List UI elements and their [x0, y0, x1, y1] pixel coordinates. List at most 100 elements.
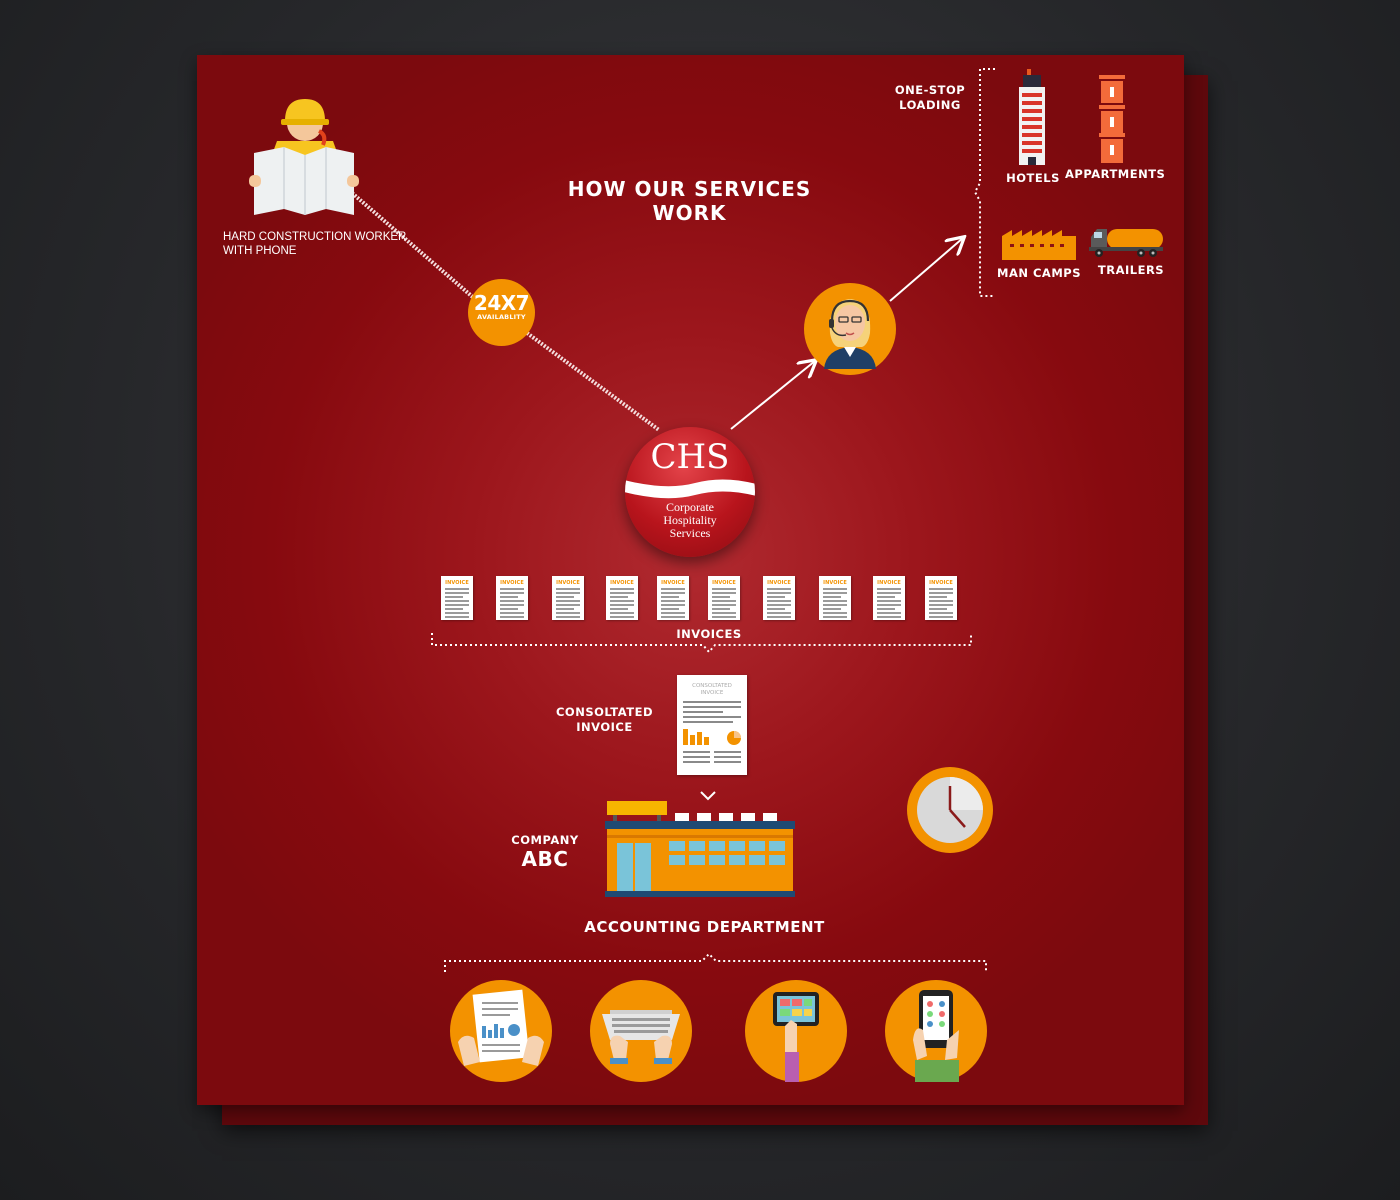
- worker-caption-line1: HARD CONSTRUCTION WORKER: [223, 231, 407, 243]
- invoice-document: INVOICE: [657, 576, 689, 620]
- appartments-label: APPARTMENTS: [1065, 167, 1166, 181]
- invoice-text-line: [823, 608, 841, 610]
- invoice-text-line: [823, 592, 847, 594]
- invoice-text-line: [610, 588, 634, 590]
- lodging-brace: [973, 68, 995, 297]
- invoice-text-line: [767, 608, 785, 610]
- invoice-text-line: [929, 616, 953, 618]
- invoice-text-line: [712, 604, 736, 606]
- invoice-document: INVOICE: [873, 576, 905, 620]
- invoice-text-line: [767, 588, 791, 590]
- invoice-text-line: [767, 612, 791, 614]
- logo-abbr: CHS: [650, 437, 730, 477]
- operator-icon: [804, 283, 896, 375]
- tablet-icon: [745, 980, 847, 1082]
- availability-big: 24X7: [473, 291, 530, 315]
- invoice-text-line: [445, 604, 469, 606]
- document-report-icon: [450, 980, 552, 1082]
- consolidated-invoice-document: CONSOLTATED INVOICE: [677, 675, 747, 775]
- invoice-document: INVOICE: [441, 576, 473, 620]
- invoice-text-line: [556, 596, 574, 598]
- invoice-text-line: [877, 616, 901, 618]
- apartment-building-icon: [1099, 75, 1125, 163]
- invoice-text-line: [767, 600, 791, 602]
- invoice-text-line: [500, 592, 524, 594]
- invoice-text-line: [500, 612, 524, 614]
- hotels-label: HOTELS: [1006, 171, 1060, 185]
- invoices-label: INVOICES: [676, 627, 742, 641]
- accounting-bracket: [444, 952, 987, 972]
- invoice-text-line: [610, 592, 634, 594]
- invoices-row: INVOICE INVOICE INVOICE INVOICE INVOICE INVOI…: [441, 576, 961, 624]
- infographic-sheet: HARD CONSTRUCTION WORKER WITH PHONE 24X7…: [197, 55, 1184, 1105]
- hotel-building-icon: [1019, 69, 1045, 165]
- clock-icon: [907, 767, 993, 853]
- invoice-text-line: [500, 588, 524, 590]
- invoice-text-line: [556, 600, 580, 602]
- invoice-document: INVOICE: [496, 576, 528, 620]
- invoice-doc-label: INVOICE: [767, 580, 791, 586]
- invoice-doc-label: INVOICE: [556, 580, 580, 586]
- arrow-chs-operator: [730, 361, 815, 430]
- invoice-text-line: [929, 600, 953, 602]
- invoice-text-line: [767, 616, 791, 618]
- invoice-text-line: [823, 612, 847, 614]
- company-label: COMPANY: [511, 833, 579, 847]
- laptop-icon: [590, 980, 692, 1082]
- invoice-doc-label: INVOICE: [445, 580, 469, 586]
- invoice-text-line: [767, 596, 785, 598]
- invoice-text-line: [823, 596, 841, 598]
- invoice-text-line: [556, 608, 574, 610]
- invoice-text-line: [877, 604, 901, 606]
- invoice-text-line: [712, 608, 730, 610]
- construction-worker-icon: [249, 99, 359, 215]
- invoice-text-line: [877, 612, 901, 614]
- invoice-document: INVOICE: [708, 576, 740, 620]
- trailer-truck-icon: [1089, 229, 1163, 257]
- logo-subtitle: Corporate Hospitality Services: [625, 501, 755, 540]
- invoice-text-line: [877, 592, 901, 594]
- one-stop-label: ONE-STOP LOADING: [889, 83, 971, 113]
- invoice-text-line: [877, 608, 895, 610]
- invoice-text-line: [556, 612, 580, 614]
- consolidated-doc-body: [683, 701, 741, 763]
- invoice-text-line: [500, 616, 524, 618]
- man-camps-icon: [1002, 230, 1076, 260]
- consolidated-doc-line2: INVOICE: [700, 690, 724, 696]
- availability-small: AVAILABLITY: [477, 313, 526, 321]
- invoice-text-line: [610, 612, 634, 614]
- invoice-document: INVOICE: [925, 576, 957, 620]
- rope-line-2: [525, 331, 661, 432]
- invoice-doc-label: INVOICE: [661, 580, 685, 586]
- invoice-text-line: [767, 592, 791, 594]
- invoice-text-line: [500, 608, 518, 610]
- logo-line3: Services: [669, 526, 711, 540]
- invoice-text-line: [500, 600, 524, 602]
- consolidated-label-line2: INVOICE: [576, 720, 633, 734]
- one-stop-line2: LOADING: [899, 98, 961, 112]
- logo-line1: Corporate: [666, 500, 714, 514]
- invoice-text-line: [929, 596, 947, 598]
- invoice-text-line: [445, 592, 469, 594]
- invoice-text-line: [445, 600, 469, 602]
- consolidated-doc-title: CONSOLTATED INVOICE: [677, 683, 747, 697]
- invoice-text-line: [661, 608, 679, 610]
- invoice-text-line: [610, 596, 628, 598]
- invoice-document: INVOICE: [552, 576, 584, 620]
- invoice-document: INVOICE: [606, 576, 638, 620]
- arrow-operator-lodging: [889, 238, 963, 302]
- invoice-text-line: [556, 604, 580, 606]
- invoice-text-line: [661, 588, 685, 590]
- invoice-text-line: [500, 604, 524, 606]
- invoice-text-line: [661, 616, 685, 618]
- invoice-doc-label: INVOICE: [712, 580, 736, 586]
- invoice-text-line: [767, 604, 791, 606]
- invoice-doc-label: INVOICE: [500, 580, 524, 586]
- trailers-label: TRAILERS: [1097, 263, 1165, 277]
- invoice-text-line: [712, 592, 736, 594]
- invoice-text-line: [661, 596, 679, 598]
- invoice-text-line: [823, 588, 847, 590]
- man-camps-label: MAN CAMPS: [997, 266, 1081, 280]
- invoice-text-line: [712, 588, 736, 590]
- invoice-text-line: [610, 600, 634, 602]
